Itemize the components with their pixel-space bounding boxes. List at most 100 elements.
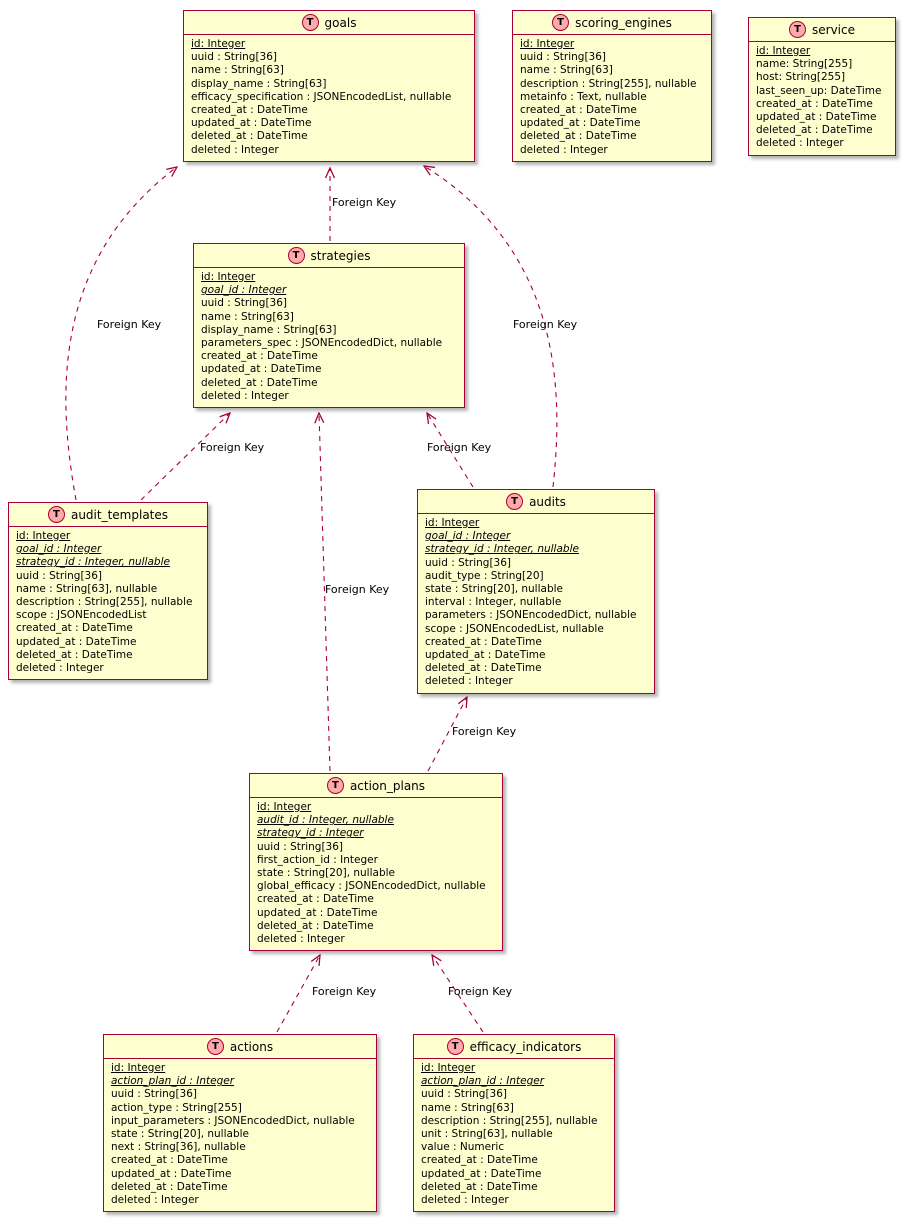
table-field: created_at : DateTime — [111, 1154, 228, 1167]
table-field: deleted : Integer — [257, 933, 345, 946]
table-title: scoring_engines — [575, 16, 672, 30]
table-field: updated_at : DateTime — [257, 906, 378, 919]
table-field: deleted_at : DateTime — [421, 1180, 538, 1193]
table-stereotype-icon: T — [206, 1038, 224, 1055]
table-field: parameters : JSONEncodedDict, nullable — [425, 609, 637, 622]
table-stereotype-icon: T — [789, 21, 806, 38]
table-field: uuid : String[36] — [111, 1088, 197, 1101]
table-field: name: String[255] — [756, 58, 853, 71]
table-field: deleted : Integer — [520, 143, 608, 156]
table-field: deleted : Integer — [16, 662, 104, 675]
foreign-key-edge-audit_templates-to-strategies — [140, 413, 230, 501]
foreign-key-label: Foreign Key — [513, 318, 578, 331]
table-field: updated_at : DateTime — [16, 635, 137, 648]
table-field: goal_id : Integer — [16, 543, 102, 556]
table-field: id: Integer — [201, 271, 256, 283]
table-title: service — [812, 23, 855, 37]
table-field: deleted_at : DateTime — [111, 1180, 228, 1193]
foreign-key-label: Foreign Key — [97, 318, 162, 331]
foreign-key-label: Foreign Key — [312, 985, 377, 998]
table-field: updated_at : DateTime — [425, 649, 546, 662]
table-field: uuid : String[36] — [257, 840, 343, 853]
table-stereotype-icon: T — [301, 14, 319, 31]
table-field: next : String[36], nullable — [111, 1141, 246, 1154]
table-field: audit_id : Integer, nullable — [257, 814, 394, 827]
table-field: input_parameters : JSONEncodedDict, null… — [111, 1114, 355, 1127]
table-field: uuid : String[36] — [201, 297, 287, 310]
table-title: actions — [229, 1040, 274, 1054]
table-field: id: Integer — [111, 1062, 166, 1074]
table-field: value : Numeric — [421, 1141, 505, 1154]
table-field: deleted_at : DateTime — [520, 130, 637, 143]
table-field: created_at : DateTime — [16, 622, 133, 635]
table-field: deleted : Integer — [191, 143, 279, 156]
table-field: updated_at : DateTime — [756, 111, 877, 124]
table-field: state : String[20], nullable — [111, 1128, 249, 1141]
table-field: display_name : String[63] — [191, 77, 327, 90]
table-field: name : String[63] — [421, 1101, 514, 1114]
table-field: metainfo : Text, nullable — [520, 90, 647, 103]
table-field: uuid : String[36] — [16, 569, 102, 582]
table-field: created_at : DateTime — [201, 350, 318, 363]
foreign-key-label: Foreign Key — [325, 583, 390, 596]
table-field: id: Integer — [257, 801, 312, 813]
table-title: audits — [529, 495, 566, 509]
table-field: last_seen_up: DateTime — [756, 84, 882, 97]
table-field: deleted_at : DateTime — [756, 124, 873, 137]
table-field: deleted_at : DateTime — [16, 648, 133, 661]
table-field: updated_at : DateTime — [191, 117, 312, 130]
foreign-key-label: Foreign Key — [452, 725, 517, 738]
table-field: first_action_id : Integer — [257, 853, 378, 866]
table-field: id: Integer — [756, 45, 811, 57]
table-field: audit_type : String[20] — [425, 569, 544, 582]
foreign-key-label: Foreign Key — [448, 985, 513, 998]
table-field: id: Integer — [191, 38, 246, 50]
table-stereotype-icon: T — [287, 247, 305, 264]
table-field: host: String[255] — [756, 71, 846, 84]
table-field: updated_at : DateTime — [111, 1167, 232, 1180]
table-field: uuid : String[36] — [520, 51, 606, 64]
table-field: action_plan_id : Integer — [421, 1075, 545, 1088]
table-field: uuid : String[36] — [421, 1088, 507, 1101]
table-field: created_at : DateTime — [257, 893, 374, 906]
table-field: description : String[255], nullable — [520, 77, 697, 90]
table-field: created_at : DateTime — [425, 635, 542, 648]
table-title: efficacy_indicators — [469, 1040, 582, 1054]
table-field: strategy_id : Integer, nullable — [425, 543, 579, 556]
table-field: deleted : Integer — [756, 137, 844, 150]
table-field: deleted_at : DateTime — [201, 376, 318, 389]
table-field: updated_at : DateTime — [421, 1167, 542, 1180]
table-field: created_at : DateTime — [421, 1154, 538, 1167]
table-field: id: Integer — [425, 517, 480, 529]
table-field: deleted : Integer — [201, 389, 289, 402]
table-stereotype-icon: T — [326, 777, 344, 794]
table-field: name : String[63], nullable — [16, 582, 158, 595]
table-title: action_plans — [349, 779, 426, 793]
table-field: action_plan_id : Integer — [111, 1075, 235, 1088]
table-stereotype-icon: T — [446, 1038, 464, 1055]
table-title: goals — [324, 16, 357, 30]
table-field: created_at : DateTime — [520, 104, 637, 117]
table-field: deleted_at : DateTime — [257, 919, 374, 932]
table-title: strategies — [310, 249, 371, 263]
